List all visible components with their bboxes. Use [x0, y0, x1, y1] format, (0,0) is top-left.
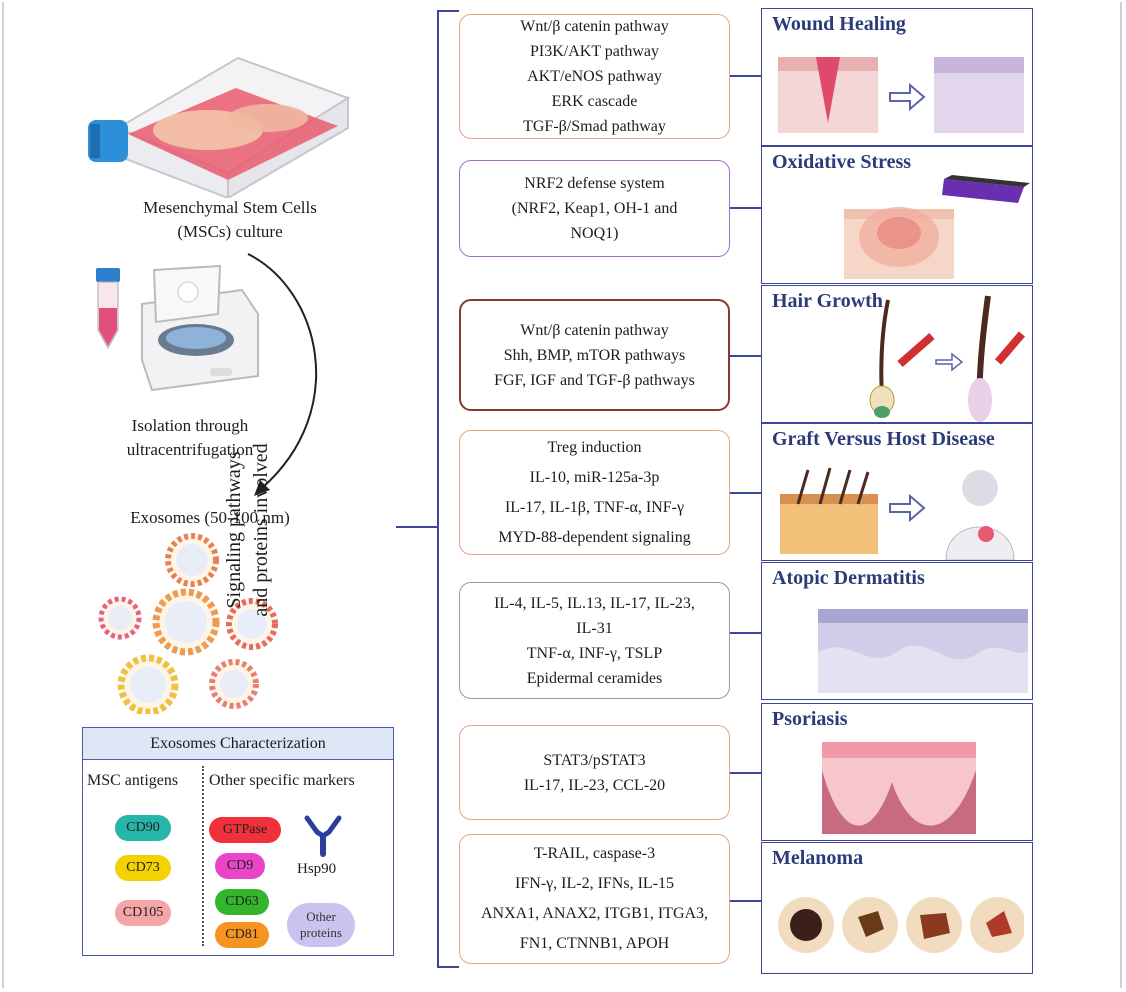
bracket-top — [437, 10, 459, 12]
disease-panel-melanoma: Melanoma — [761, 842, 1033, 974]
disease-panel-wound-healing: Wound Healing — [761, 8, 1033, 146]
main-bracket-line — [437, 10, 439, 968]
marker-pill: CD81 — [215, 922, 269, 948]
pathway-box-oxidative-stress: NRF2 defense system(NRF2, Keap1, OH-1 an… — [459, 160, 730, 257]
process-arrow — [247, 253, 318, 496]
hsp90-label: Hsp90 — [297, 861, 337, 877]
connector — [730, 492, 761, 494]
melanoma-illustration — [778, 897, 1024, 953]
isolation-caption: Isolation through ultracentrifugation — [126, 416, 254, 459]
disease-panel-hair-growth: Hair Growth — [761, 285, 1033, 423]
wound-healing-illustration — [778, 57, 1024, 133]
bracket-stem — [396, 526, 438, 528]
connector — [730, 632, 761, 634]
bracket-bottom — [437, 966, 459, 968]
connector — [730, 900, 761, 902]
disease-title: Graft Versus Host Disease — [772, 428, 995, 450]
gvhd-illustration — [780, 467, 1015, 560]
exosome-vesicle — [117, 654, 179, 714]
exosomes-characterization-panel: Exosomes Characterization MSC antigens O… — [82, 727, 394, 956]
exosome-vesicle — [165, 533, 219, 587]
disease-panel-atopic-dermatitis: Atopic Dermatitis — [761, 562, 1033, 700]
connector — [730, 772, 761, 774]
signaling-pathways-label: Signaling pathways and proteins involved — [223, 443, 272, 617]
antigen-pill: CD90 — [115, 815, 171, 841]
disease-panel-gvhd: Graft Versus Host Disease — [761, 423, 1033, 561]
disease-title: Atopic Dermatitis — [772, 567, 925, 589]
antigen-pill: CD105 — [115, 900, 171, 926]
exosome-vesicle — [152, 588, 220, 656]
exosome-vesicle — [226, 598, 278, 650]
other-proteins-pill: Other proteins — [287, 903, 355, 947]
culture-flask-illustration — [88, 56, 351, 198]
exosomes-caption: Exosomes (50-100 nm) — [130, 508, 290, 527]
centrifuge-illustration — [96, 264, 259, 392]
disease-title: Wound Healing — [772, 13, 906, 35]
marker-pill: CD63 — [215, 889, 269, 915]
disease-title: Psoriasis — [772, 708, 848, 730]
other-markers-header: Other specific markers — [209, 772, 355, 789]
disease-title: Melanoma — [772, 847, 864, 869]
msc-antigens-header: MSC antigens — [87, 772, 179, 789]
exosome-cluster — [98, 533, 278, 714]
oxidative-stress-illustration — [844, 175, 1030, 279]
msc-culture-caption: Mesenchymal Stem Cells (MSCs) culture — [143, 198, 317, 241]
psoriasis-illustration — [822, 742, 976, 834]
exosome-vesicle — [98, 596, 142, 640]
characterization-title: Exosomes Characterization — [83, 728, 393, 760]
disease-panel-oxidative-stress: Oxidative Stress — [761, 146, 1033, 284]
marker-pill: CD9 — [215, 853, 265, 879]
antibody-icon — [304, 815, 342, 857]
disease-panel-psoriasis: Psoriasis — [761, 703, 1033, 841]
marker-pill: GTPase — [209, 817, 281, 843]
antigen-pill: CD73 — [115, 855, 171, 881]
column-divider — [202, 766, 204, 946]
connector — [730, 355, 761, 357]
atopic-dermatitis-illustration — [818, 609, 1028, 693]
connector — [730, 207, 761, 209]
connector — [730, 75, 761, 77]
disease-title: Hair Growth — [772, 290, 883, 312]
disease-title: Oxidative Stress — [772, 151, 912, 173]
hair-growth-illustration — [869, 295, 1026, 422]
exosome-vesicle — [209, 659, 259, 709]
